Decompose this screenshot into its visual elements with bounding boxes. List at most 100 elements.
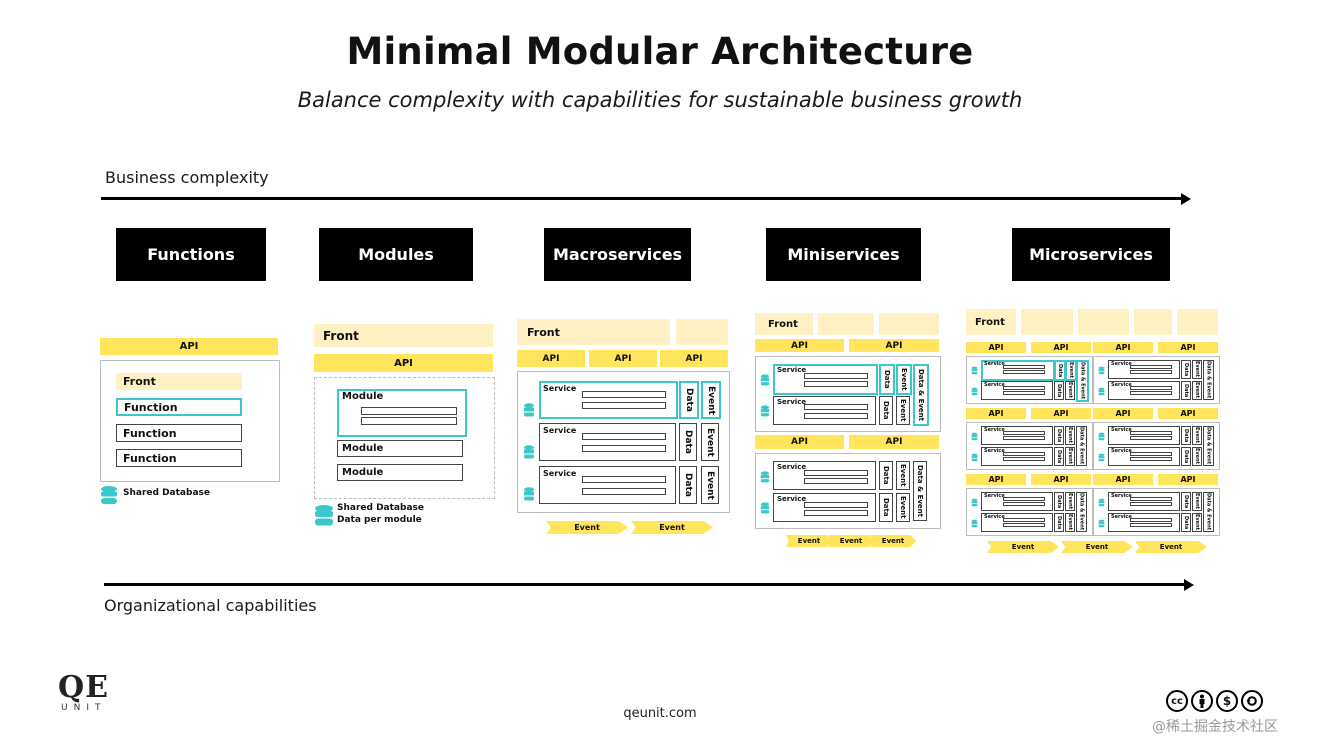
api-bar: API	[100, 338, 278, 355]
data-box: Data	[679, 381, 699, 419]
data-box: Data	[1054, 381, 1064, 400]
front-bar	[1177, 309, 1218, 335]
event-box: Event	[1192, 447, 1202, 466]
module-box: Module	[337, 440, 463, 457]
module-label: Module	[342, 391, 384, 402]
service-line	[1003, 452, 1045, 456]
service-box	[1108, 447, 1180, 466]
header-functions: Functions	[116, 228, 266, 281]
header-miniservices: Miniservices	[766, 228, 921, 281]
service-line	[1003, 497, 1045, 501]
service-line	[582, 402, 666, 409]
database-icon	[760, 502, 770, 514]
service-line	[1130, 391, 1172, 395]
service-label: Service	[984, 361, 1005, 367]
data-box: Data	[879, 364, 895, 395]
event-box: Event	[1065, 381, 1075, 400]
service-line	[582, 476, 666, 483]
database-icon	[1098, 366, 1105, 375]
by-icon	[1191, 690, 1213, 712]
service-line	[1003, 391, 1045, 395]
event-arrow: Event	[1135, 541, 1207, 553]
data-box: Data	[679, 466, 697, 504]
service-line	[1003, 436, 1045, 440]
logo-main-text: QE	[58, 670, 109, 705]
logo-sub-text: UNIT	[61, 703, 107, 713]
service-line	[1130, 431, 1172, 435]
service-line	[1130, 365, 1172, 369]
service-line	[1130, 452, 1172, 456]
data-box: Data	[679, 423, 697, 461]
database-icon	[760, 471, 770, 483]
data-box: Data	[1181, 513, 1191, 532]
service-line	[804, 502, 868, 508]
service-line	[1130, 518, 1172, 522]
event-box: Event	[896, 493, 910, 522]
api-bar: API	[1158, 408, 1218, 419]
service-label: Service	[984, 448, 1005, 454]
service-line	[1003, 502, 1045, 506]
api-bar: API	[755, 435, 844, 449]
service-line	[1003, 523, 1045, 527]
front-bar: Front	[966, 309, 1016, 335]
service-label: Service	[1111, 427, 1132, 433]
watermark: @稀土掘金技术社区	[1152, 719, 1278, 735]
api-bar: API	[314, 354, 493, 372]
module-line	[361, 407, 457, 415]
service-box	[981, 381, 1053, 400]
header-microservices: Microservices	[1012, 228, 1170, 281]
data-box: Data	[1181, 447, 1191, 466]
event-box: Event	[1065, 513, 1075, 532]
service-line	[1130, 436, 1172, 440]
api-bar: API	[966, 408, 1026, 419]
event-box: Event	[1065, 492, 1075, 511]
service-box	[1108, 492, 1180, 511]
api-bar: API	[517, 350, 585, 367]
sa-icon	[1241, 690, 1263, 712]
service-label: Service	[984, 382, 1005, 388]
service-label: Service	[543, 384, 577, 393]
data-box: Data	[1181, 360, 1191, 379]
database-icon	[1098, 519, 1105, 528]
page-title: Minimal Modular Architecture	[346, 30, 974, 73]
event-arrow: Event	[1061, 541, 1133, 553]
api-bar: API	[849, 339, 939, 352]
arrow-head-icon	[1184, 579, 1194, 591]
database-icon	[971, 498, 978, 507]
api-bar: API	[1093, 408, 1153, 419]
organizational-capabilities-arrow	[104, 583, 1184, 586]
service-box	[1108, 426, 1180, 445]
service-box	[981, 492, 1053, 511]
event-arrow: Event	[631, 521, 713, 534]
license-badge: cc $	[1166, 690, 1263, 712]
service-label: Service	[984, 493, 1005, 499]
cc-icon: cc	[1166, 690, 1188, 712]
service-line	[1130, 370, 1172, 374]
service-label: Service	[1111, 361, 1132, 367]
data-box: Data	[1181, 426, 1191, 445]
event-box: Event	[701, 381, 721, 419]
front-bar: Front	[116, 373, 242, 390]
data-event-box: Data & Event	[1203, 492, 1214, 532]
api-bar: API	[1093, 342, 1153, 353]
event-box: Event	[1192, 492, 1202, 511]
database-icon	[315, 505, 333, 526]
data-box: Data	[1181, 492, 1191, 511]
front-bar	[818, 313, 874, 335]
service-label: Service	[777, 366, 807, 374]
database-icon	[1098, 453, 1105, 462]
data-event-box: Data & Event	[1203, 360, 1214, 400]
database-icon	[971, 453, 978, 462]
event-box: Event	[1192, 381, 1202, 400]
service-line	[804, 470, 868, 476]
service-label: Service	[777, 398, 807, 406]
database-icon	[1098, 498, 1105, 507]
organizational-capabilities-label: Organizational capabilities	[104, 596, 317, 615]
database-icon	[524, 403, 534, 417]
service-line	[804, 381, 868, 387]
service-box	[1108, 360, 1180, 379]
api-bar: API	[966, 474, 1026, 485]
database-icon	[971, 432, 978, 441]
service-line	[1003, 457, 1045, 461]
event-box: Event	[896, 364, 912, 395]
